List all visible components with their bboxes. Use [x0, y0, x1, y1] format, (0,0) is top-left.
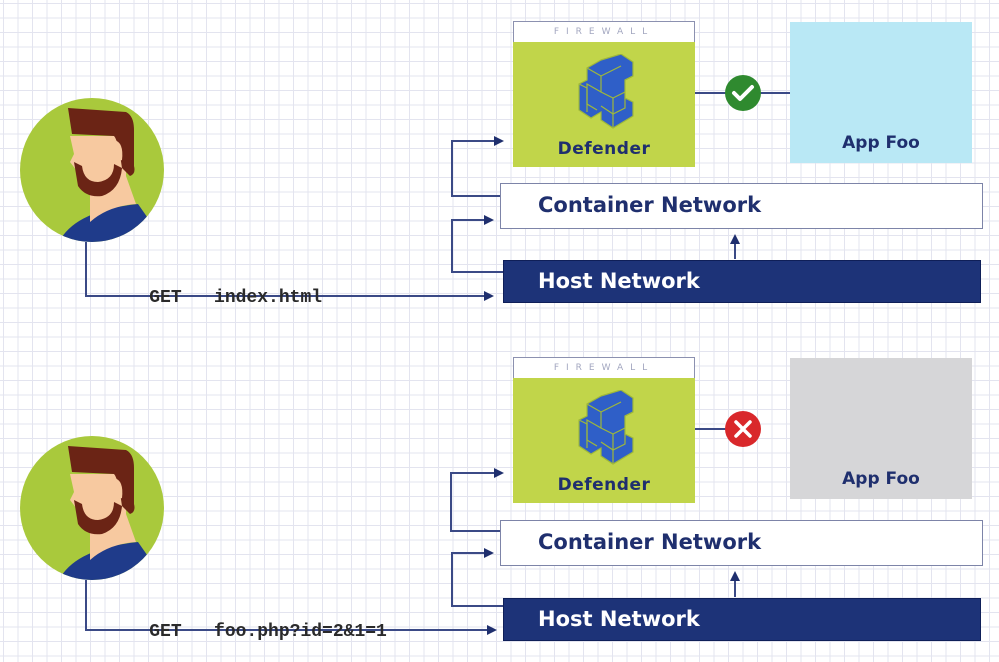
- request-line-2: [85, 580, 497, 635]
- host-network: Host Network: [503, 260, 981, 303]
- http-request: GET index.html: [106, 268, 322, 328]
- http-request: GET foo.php?id=2&1=1: [106, 602, 387, 662]
- firewall-body: Defender: [513, 42, 695, 167]
- defender-logo-icon: [578, 54, 634, 129]
- beard-shape: [74, 500, 122, 535]
- ear-shape: [114, 140, 123, 162]
- request-path: foo.php?id=2&1=1: [214, 622, 387, 642]
- firewall-header: FIREWALL: [513, 357, 695, 378]
- firewall-defender: FIREWALL Defender: [513, 357, 695, 503]
- status-blocked: [725, 411, 761, 447]
- container-network: Container Network: [500, 183, 983, 229]
- firewall-header: FIREWALL: [513, 21, 695, 42]
- hair-shape: [68, 108, 135, 176]
- firewall-label: Defender: [557, 475, 651, 495]
- user-avatar: [20, 98, 164, 242]
- status-allowed: [725, 75, 761, 111]
- check-icon: [732, 85, 754, 101]
- host-network: Host Network: [503, 598, 981, 641]
- request-line-1: [85, 242, 494, 301]
- beard-shape: [74, 162, 122, 197]
- firewall-body: Defender: [513, 378, 695, 503]
- app-container: App Foo: [790, 22, 972, 163]
- host-to-container-line-2: [451, 548, 503, 607]
- host-to-container-line-1: [451, 215, 503, 273]
- firewall-defender: FIREWALL Defender: [513, 21, 695, 167]
- app-container: App Foo: [790, 358, 972, 499]
- ear-shape: [114, 478, 123, 500]
- hair-shape: [68, 446, 135, 514]
- container-to-firewall-line-2: [450, 468, 504, 532]
- container-network: Container Network: [500, 520, 983, 566]
- app-label: App Foo: [842, 133, 920, 153]
- container-to-firewall-line-1: [451, 136, 504, 197]
- http-method: GET: [149, 288, 182, 308]
- request-path: index.html: [214, 288, 323, 308]
- x-icon: [734, 420, 752, 438]
- http-method: GET: [149, 622, 182, 642]
- app-label: App Foo: [842, 469, 920, 489]
- user-avatar: [20, 436, 164, 580]
- firewall-label: Defender: [557, 139, 651, 159]
- defender-logo-icon: [578, 390, 634, 465]
